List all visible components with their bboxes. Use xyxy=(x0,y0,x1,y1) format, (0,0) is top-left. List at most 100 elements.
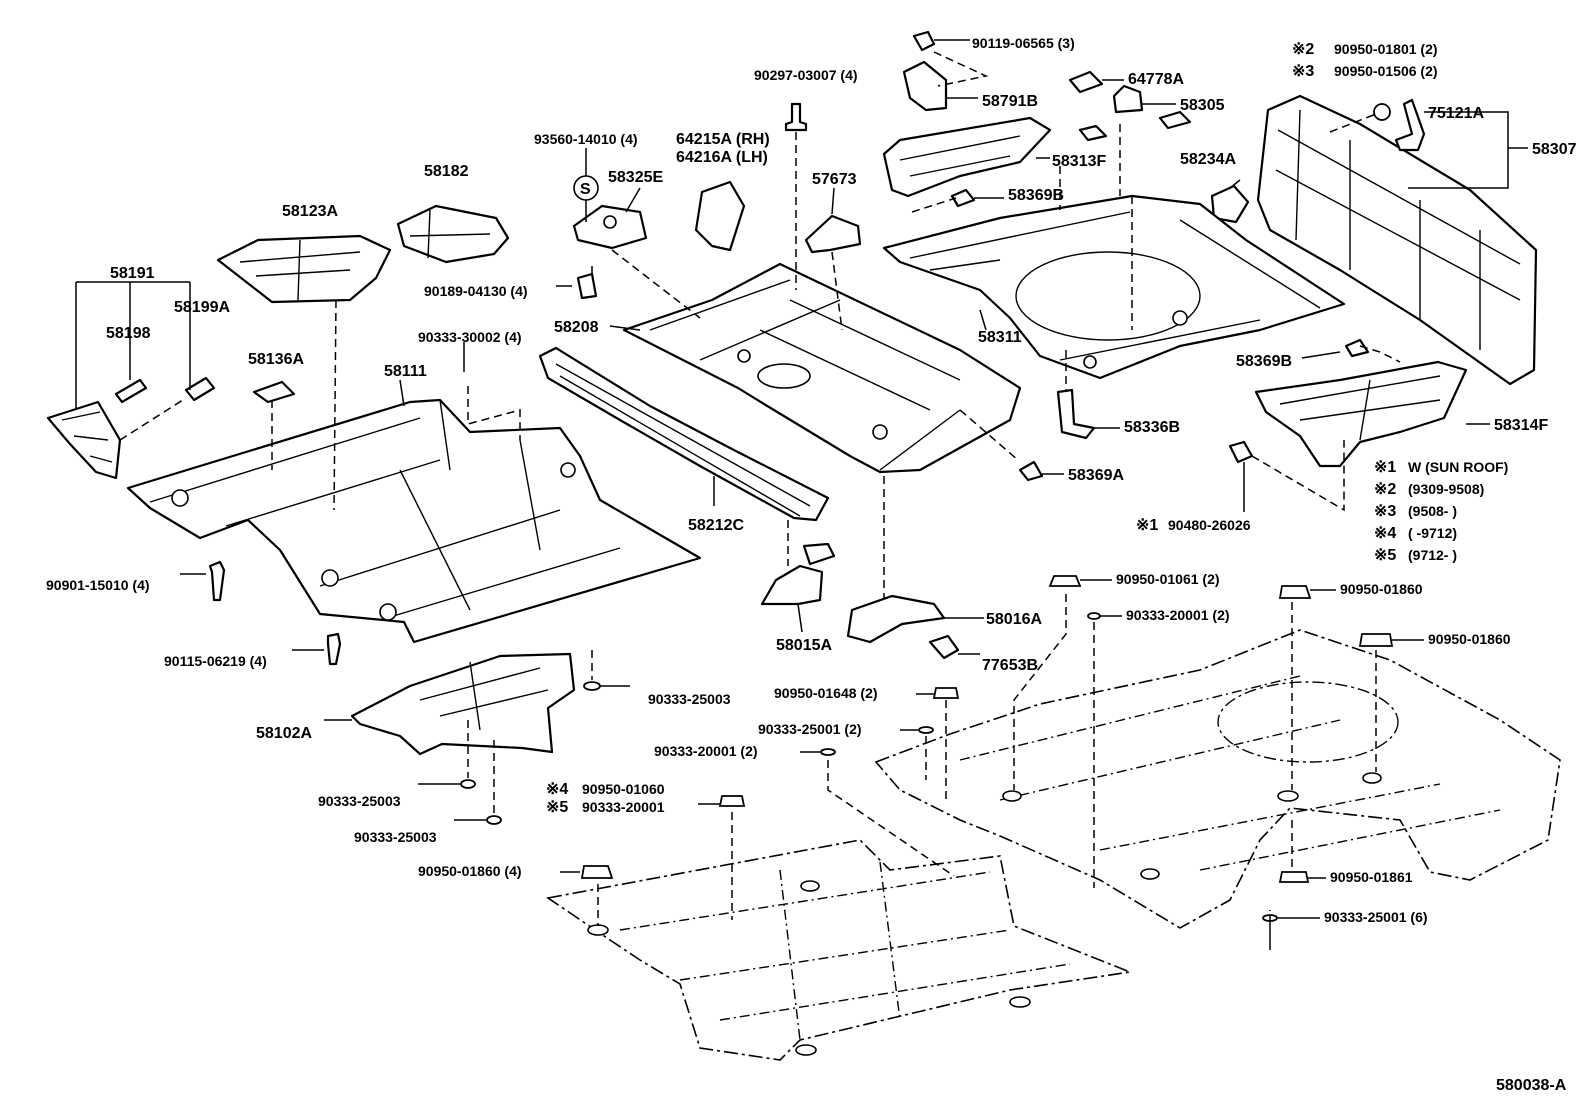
label-90333-25003-a: 90333-25003 xyxy=(648,691,731,707)
label-58791B: 58791B xyxy=(982,93,1038,110)
label-58234A: 58234A xyxy=(1180,151,1236,168)
label-58336B: 58336B xyxy=(1124,419,1180,436)
front-floor-group xyxy=(46,204,702,825)
label-58369A: 58369A xyxy=(1068,467,1124,484)
label-90333-30002: 90333-30002 (4) xyxy=(418,329,522,345)
part-64778A-pad xyxy=(1068,70,1104,94)
label-58313F: 58313F xyxy=(1052,153,1106,170)
label-57673: 57673 xyxy=(812,171,857,188)
part-58136A-clip xyxy=(252,380,296,404)
part-58305-bracket xyxy=(1112,84,1144,114)
part-58212C-member xyxy=(538,346,830,522)
part-90901-bolt xyxy=(208,560,226,602)
label-mark4: ※4 xyxy=(546,781,568,798)
label-mark1-part: ※1 xyxy=(1136,517,1158,534)
label-58136A: 58136A xyxy=(248,351,304,368)
label-58208: 58208 xyxy=(554,319,599,336)
legend-mark-2: ※2 xyxy=(1374,481,1396,498)
label-90950-01506: 90950-01506 (2) xyxy=(1334,63,1438,79)
part-58314F-panel xyxy=(1254,360,1468,468)
label-58325E: 58325E xyxy=(608,169,663,186)
label-90333-25001-6: 90333-25001 (6) xyxy=(1324,909,1428,925)
label-58369B-b: 58369B xyxy=(1236,353,1292,370)
part-58199A-bolt xyxy=(184,376,216,402)
label-90480-26026: 90480-26026 xyxy=(1168,517,1251,533)
label-58182: 58182 xyxy=(424,163,469,180)
label-mark5: ※5 xyxy=(546,799,568,816)
rear-floor-group xyxy=(882,30,1538,512)
part-58336B-bracket xyxy=(1056,388,1096,440)
label-58307: 58307 xyxy=(1532,141,1577,158)
label-s: S xyxy=(580,181,591,198)
label-90297-03007: 90297-03007 (4) xyxy=(754,67,858,83)
label-90119-06565: 90119-06565 (3) xyxy=(972,35,1075,51)
part-58369B-clip-b xyxy=(1344,338,1370,358)
label-90950-01060: 90950-01060 xyxy=(582,781,665,797)
part-58311-rear-floor xyxy=(882,194,1346,380)
part-90950-01801-plug xyxy=(1373,103,1391,121)
part-90950-01860-plug-b xyxy=(1358,633,1394,647)
part-90480-bolt xyxy=(1228,440,1254,464)
part-90950-01860-4-plug xyxy=(580,865,614,879)
part-58307-rear-panel xyxy=(1256,94,1538,386)
label-64216A: 64216A (LH) xyxy=(676,149,768,166)
label-58369B-a: 58369B xyxy=(1008,187,1064,204)
label-90333-20001-5: 90333-20001 xyxy=(582,799,665,815)
part-58102A-member xyxy=(350,652,576,756)
part-90297-screw xyxy=(784,102,808,132)
label-90333-25003-b: 90333-25003 xyxy=(318,793,401,809)
label-90333-20001-2b: 90333-20001 (2) xyxy=(654,743,758,759)
label-77653B: 77653B xyxy=(982,657,1038,674)
part-58313F-panel xyxy=(882,116,1052,198)
legend-mark-3: ※3 xyxy=(1374,503,1396,520)
part-58191-bracket xyxy=(46,400,122,480)
label-90333-25001-2: 90333-25001 (2) xyxy=(758,721,862,737)
label-90950-01061: 90950-01061 (2) xyxy=(1116,571,1220,587)
part-58111-front-floor xyxy=(126,398,702,644)
label-mark3-part: ※3 xyxy=(1292,63,1314,80)
label-58015A: 58015A xyxy=(776,637,832,654)
part-90950-01861-plug xyxy=(1278,871,1310,883)
part-90950-01860-plug-a xyxy=(1278,585,1312,599)
part-77653B-clip xyxy=(928,634,960,660)
part-90950-01648-plug xyxy=(932,687,960,699)
legend: ※1 W (SUN ROOF) ※2 (9309-9508) ※3 (9508-… xyxy=(1374,459,1508,564)
underbody-ghost-group xyxy=(545,575,1561,1061)
label-75121A: 75121A xyxy=(1428,105,1484,122)
label-58212C: 58212C xyxy=(688,517,744,534)
part-57673-bracket xyxy=(804,214,862,254)
label-58199A: 58199A xyxy=(174,299,230,316)
legend-text-2: (9309-9508) xyxy=(1408,481,1484,497)
label-58123A: 58123A xyxy=(282,203,338,220)
part-90119-bolt xyxy=(912,30,936,52)
part-58123A-panel xyxy=(216,234,392,304)
legend-mark-1: ※1 xyxy=(1374,459,1396,476)
part-labels: 58191 58198 58199A 58123A 58182 58136A 5… xyxy=(46,35,1577,925)
label-90950-01860-a: 90950-01860 xyxy=(1340,581,1423,597)
part-90115-bolt xyxy=(326,632,342,666)
part-90950-01060-plug xyxy=(718,795,746,807)
label-90950-01860-4: 90950-01860 (4) xyxy=(418,863,522,879)
part-58015A-bracket xyxy=(760,564,824,606)
label-90950-01648: 90950-01648 (2) xyxy=(774,685,878,701)
diagram-code: 580038-A xyxy=(1496,1077,1567,1094)
label-90950-01861: 90950-01861 xyxy=(1330,869,1413,885)
label-58102A: 58102A xyxy=(256,725,312,742)
legend-text-1: W (SUN ROOF) xyxy=(1408,459,1508,475)
label-90333-20001-2a: 90333-20001 (2) xyxy=(1126,607,1230,623)
label-58198: 58198 xyxy=(106,325,151,342)
label-58311: 58311 xyxy=(978,329,1022,346)
centre-floor-group xyxy=(538,102,1022,660)
part-58208-centre-floor xyxy=(622,262,1022,474)
part-58305-pad xyxy=(1078,124,1108,142)
label-90115-06219: 90115-06219 (4) xyxy=(164,653,267,669)
part-58369B-clip xyxy=(950,188,976,208)
label-90950-01801: 90950-01801 (2) xyxy=(1334,41,1438,57)
label-93560-14010: 93560-14010 (4) xyxy=(534,131,638,147)
label-58111: 58111 xyxy=(384,363,427,380)
part-58791B-bracket xyxy=(902,60,948,112)
label-90333-25003-c: 90333-25003 xyxy=(354,829,437,845)
part-64215A-pad xyxy=(694,180,746,252)
part-58016A-bracket xyxy=(846,594,946,644)
part-58305-pad2 xyxy=(1158,110,1192,130)
